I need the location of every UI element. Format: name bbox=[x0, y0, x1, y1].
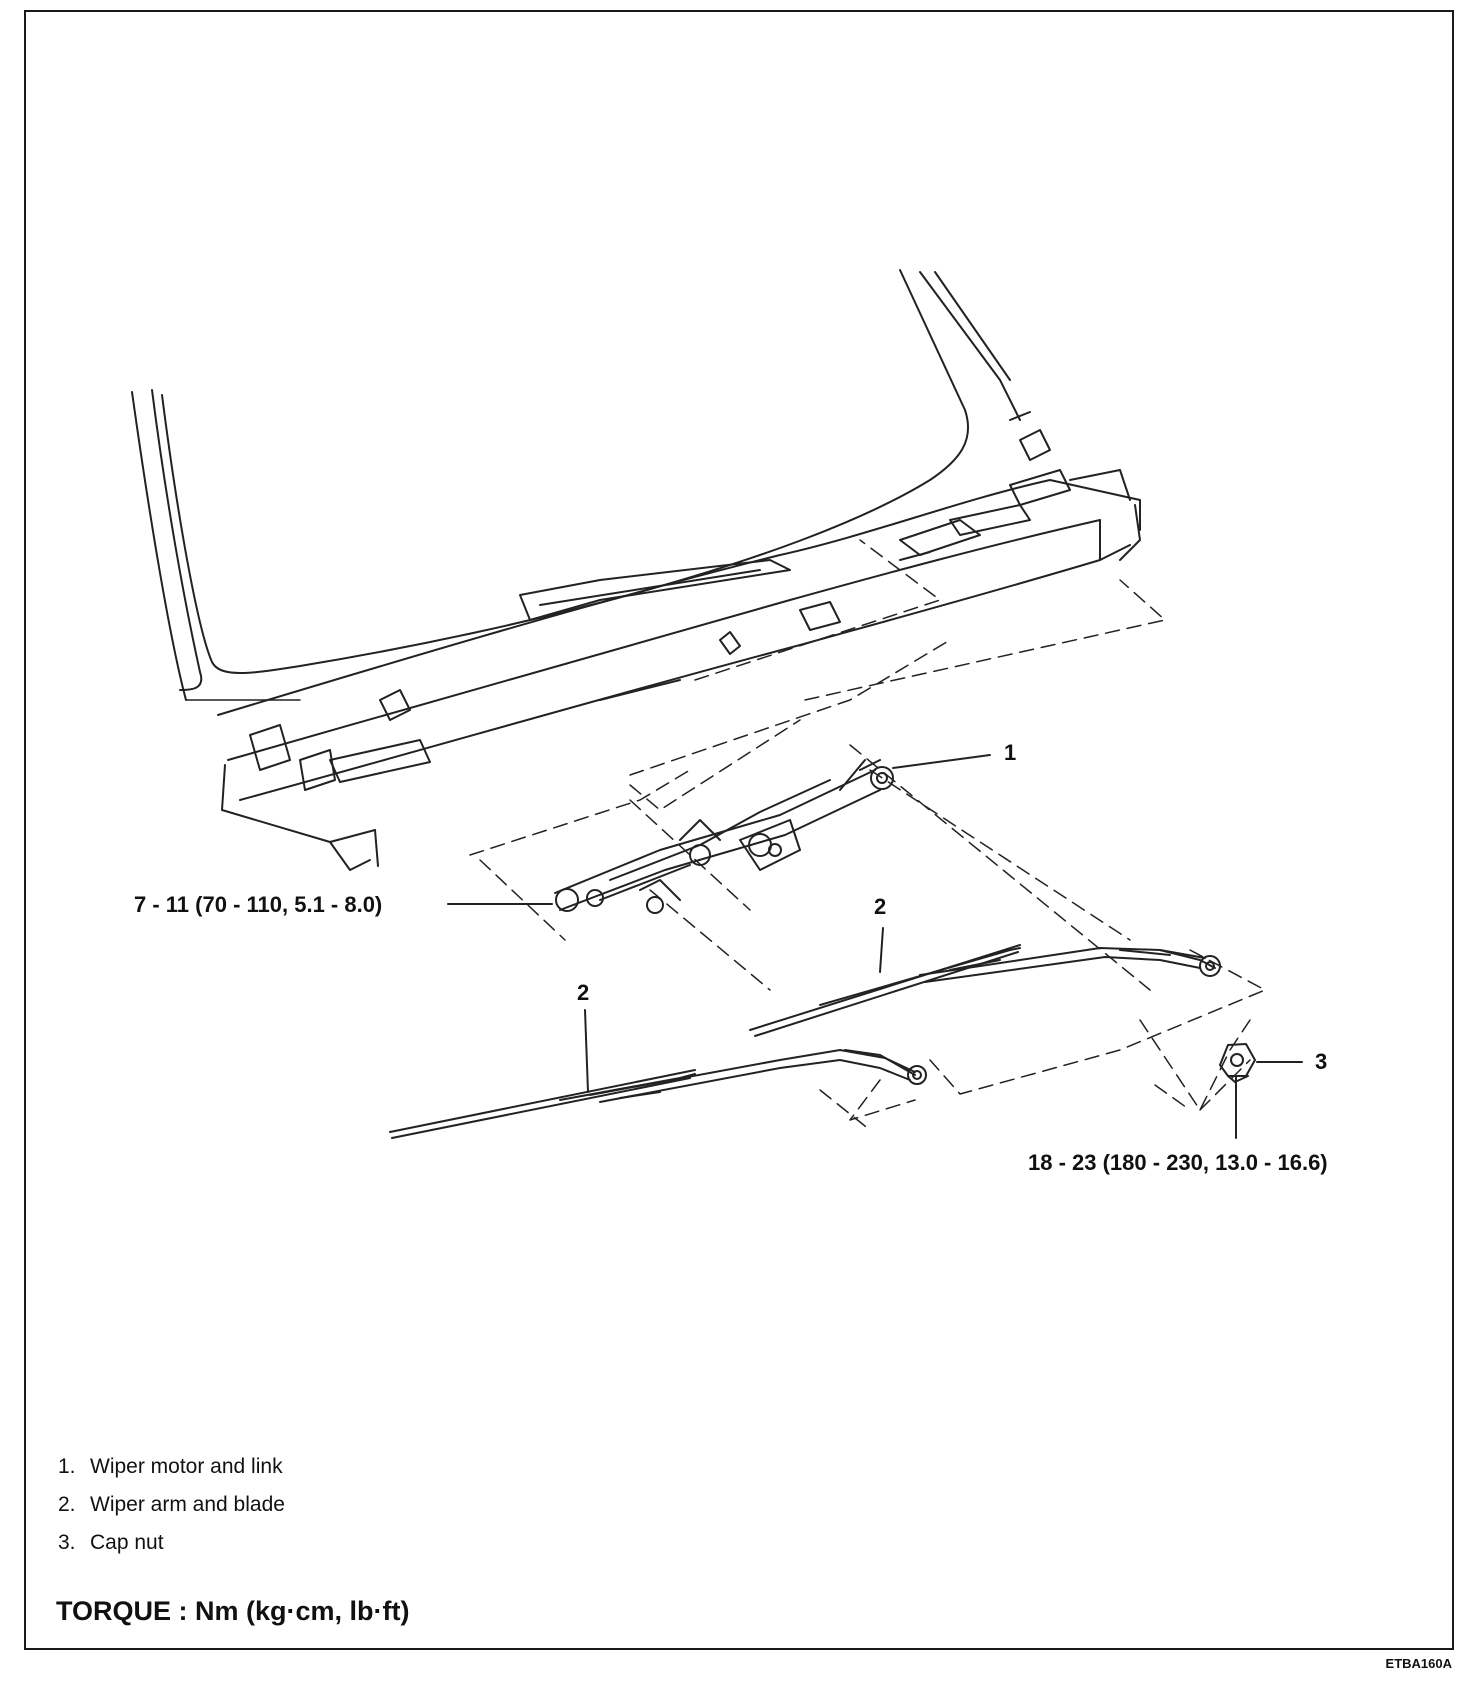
callout-link-bolt-torque: 7 - 11 (70 - 110, 5.1 - 8.0) bbox=[134, 892, 383, 917]
cap-nut bbox=[1219, 1043, 1256, 1083]
legend-item-number: 2. bbox=[58, 1493, 76, 1516]
leader-lines bbox=[447, 754, 1303, 1139]
wiper-arm-and-blade-right bbox=[749, 944, 1221, 1037]
wiper-arm-and-blade-left bbox=[389, 1049, 927, 1139]
legend-item-number: 3. bbox=[58, 1531, 76, 1554]
legend-item-number: 1. bbox=[58, 1455, 76, 1478]
callout-part-1: 1 bbox=[1004, 740, 1017, 765]
callout-part-2-right: 2 bbox=[874, 894, 887, 919]
callout-cap-nut-torque: 18 - 23 (180 - 230, 13.0 - 16.6) bbox=[1028, 1150, 1328, 1175]
windshield bbox=[131, 269, 1021, 701]
callout-part-3: 3 bbox=[1315, 1049, 1328, 1074]
figure-code: ETBA160A bbox=[1385, 1656, 1452, 1671]
parts-legend: 1. Wiper motor and link 2. Wiper arm and… bbox=[58, 1448, 285, 1562]
legend-item-label: Wiper arm and blade bbox=[90, 1493, 285, 1516]
diagram-frame bbox=[24, 10, 1454, 1650]
legend-item-label: Wiper motor and link bbox=[90, 1455, 283, 1478]
legend-item: 2. Wiper arm and blade bbox=[58, 1486, 285, 1524]
assembly-guide-lines bbox=[469, 539, 1266, 1131]
wiper-motor-and-link bbox=[554, 759, 894, 914]
torque-unit-title: TORQUE : Nm (kg·cm, lb·ft) bbox=[56, 1596, 410, 1626]
legend-item-label: Cap nut bbox=[90, 1531, 164, 1554]
cowl-panel bbox=[217, 411, 1141, 871]
legend-item: 3. Cap nut bbox=[58, 1524, 285, 1562]
callout-part-2-left: 2 bbox=[577, 980, 590, 1005]
legend-item: 1. Wiper motor and link bbox=[58, 1448, 285, 1486]
